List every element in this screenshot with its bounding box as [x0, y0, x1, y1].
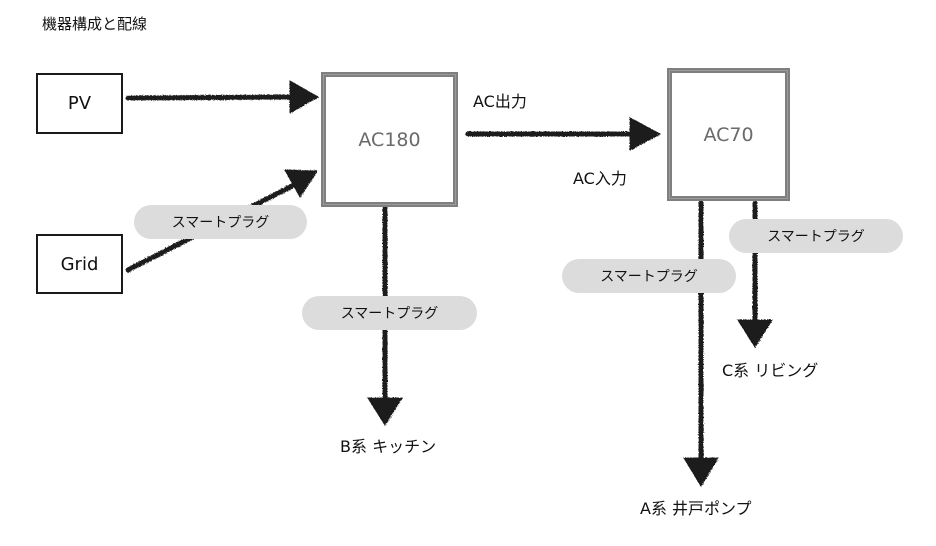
ac70-box: AC70	[667, 68, 790, 201]
ac-input-label: AC入力	[573, 169, 627, 188]
arrow-ac180-to-ac70	[465, 117, 662, 151]
arrow-pv-to-ac180	[125, 80, 320, 114]
circuit-b-label: B系 キッチン	[340, 437, 437, 456]
circuit-a-label: A系 井戸ポンプ	[640, 499, 752, 518]
smart-plug-circuit-c: スマートプラグ	[729, 219, 903, 253]
ac180-box: AC180	[321, 72, 458, 207]
arrow-ac70-to-circuit-a	[683, 200, 719, 487]
pv-box: PV	[36, 73, 123, 134]
smart-plug-circuit-a: スマートプラグ	[562, 259, 736, 293]
grid-box: Grid	[36, 234, 123, 294]
ac-output-label: AC出力	[473, 92, 527, 111]
circuit-c-label: C系 リビング	[722, 361, 819, 380]
smart-plug-circuit-b: スマートプラグ	[302, 296, 477, 330]
diagram-title: 機器構成と配線	[42, 15, 148, 33]
smart-plug-grid: スマートプラグ	[134, 205, 307, 239]
